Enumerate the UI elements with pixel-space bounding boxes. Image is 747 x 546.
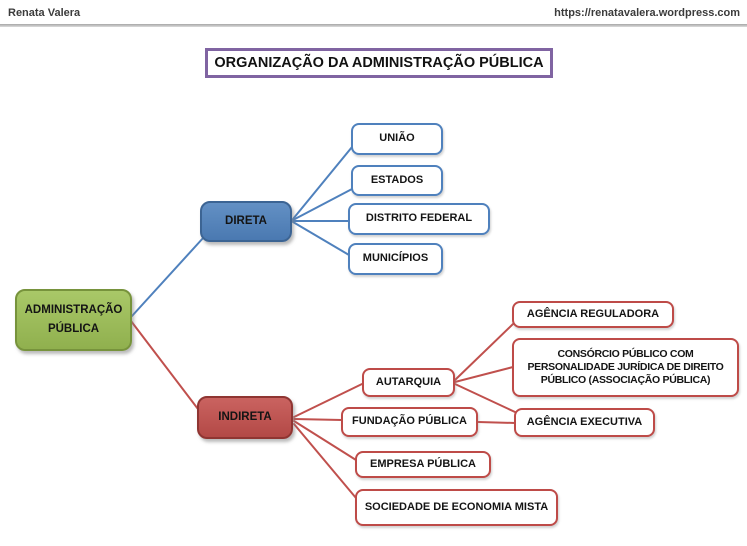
connector-root-indireta [130, 320, 202, 414]
connector-direta-estados [292, 188, 353, 221]
node-agencia-executiva: AGÊNCIA EXECUTIVA [514, 408, 655, 437]
connector-direta-municipios [292, 221, 350, 256]
node-consorcio-publico: CONSÓRCIO PÚBLICO COM PERSONALIDADE JURÍ… [512, 338, 739, 397]
connector-direta-uniao [292, 146, 353, 220]
node-direta: DIRETA [200, 201, 292, 242]
node-municipios: MUNICÍPIOS [348, 243, 443, 275]
header-url: https://renatavalera.wordpress.com [554, 7, 740, 19]
header-author: Renata Valera [8, 7, 81, 19]
node-fundacao-publica: FUNDAÇÃO PÚBLICA [341, 407, 478, 437]
node-estados: ESTADOS [351, 165, 443, 196]
node-indireta: INDIRETA [197, 396, 293, 439]
node-distrito-federal: DISTRITO FEDERAL [348, 203, 490, 235]
connector-autarquia-agencia_reguladora [454, 323, 514, 381]
node-autarquia: AUTARQUIA [362, 368, 455, 397]
connector-autarquia-consorcio [454, 366, 514, 383]
header-divider [0, 24, 747, 27]
node-agencia-reguladora: AGÊNCIA REGULADORA [512, 301, 674, 328]
node-empresa-publica: EMPRESA PÚBLICA [355, 451, 491, 478]
node-uniao: UNIÃO [351, 123, 443, 155]
diagram-title: ORGANIZAÇÃO DA ADMINISTRAÇÃO PÚBLICA [205, 48, 553, 78]
page-header: Renata Valera https://renatavalera.wordp… [0, 0, 747, 24]
connector-root-direta [131, 236, 205, 317]
node-administracao-publica: ADMINISTRAÇÃO PÚBLICA [15, 289, 132, 351]
connector-fundacao_publica-agencia_executiva [477, 421, 516, 424]
connector-indireta-fundacao_publica [293, 418, 343, 421]
node-sociedade-economia-mista: SOCIEDADE DE ECONOMIA MISTA [355, 489, 558, 526]
